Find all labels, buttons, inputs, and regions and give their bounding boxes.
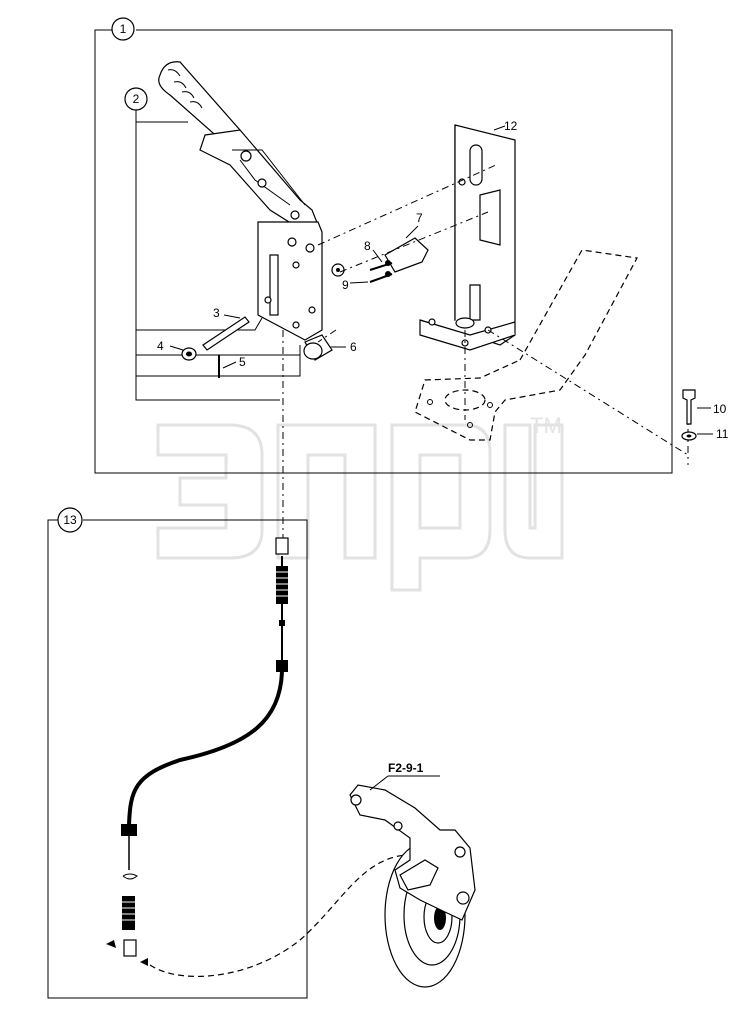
part-11-washer: 11 [681,427,729,441]
part-7-clip: 7 [384,211,429,273]
alignment-lines [282,164,689,540]
watermark: TM [156,413,564,592]
callout-12: 12 [504,119,518,133]
part-5-cotter-pin: 5 [218,355,246,378]
group-2-label: 2 [133,92,140,106]
callout-4: 4 [157,339,164,353]
callout-9: 9 [342,278,349,292]
group-1-frame: 1 [94,17,673,474]
part-3-pin: 3 [202,306,250,351]
callout-10: 10 [713,402,727,416]
frame-plate-outline [414,249,638,441]
brake-cable [106,537,289,966]
cable-route-dashed [149,854,406,978]
group-13-label: 13 [63,513,77,527]
part-9-bolt: 9 [342,271,393,292]
part-4-washer: 4 [157,339,197,361]
brake-caliper-disc [349,784,476,988]
callout-3: 3 [213,306,220,320]
part-12-bracket: 12 [419,119,518,351]
callout-5: 5 [239,355,246,369]
reference-label: F2-9-1 [369,761,440,791]
callout-6: 6 [350,340,357,354]
callout-7: 7 [416,211,423,225]
group-13-frame: 13 [47,507,308,999]
group-13-badge [57,507,83,533]
part-8-bolt: 8 [364,239,393,271]
watermark-tm: TM [530,413,562,438]
hand-brake-lever [158,61,323,341]
part-10-bolt: 10 [682,389,727,425]
group-1-badge [111,17,135,41]
group-1-label: 1 [120,22,127,36]
part-6-bushing: 6 [303,334,357,361]
callout-8: 8 [364,239,371,253]
callout-11: 11 [716,427,729,441]
reference-F2-9-1: F2-9-1 [388,761,424,775]
